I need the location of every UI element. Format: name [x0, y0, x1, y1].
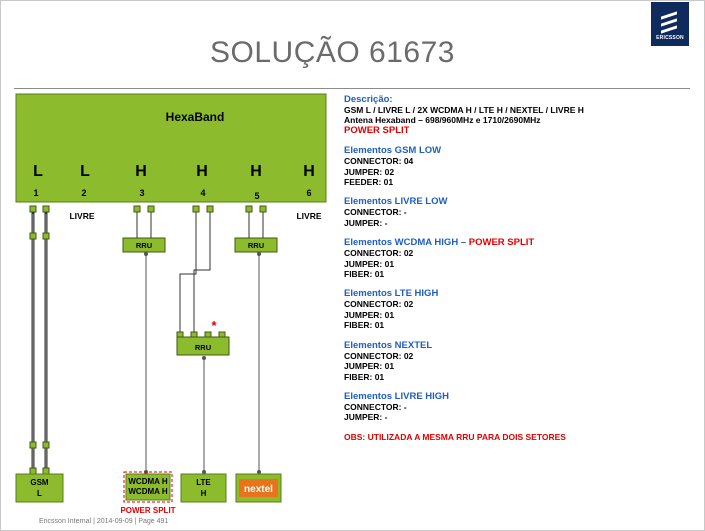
rru-wcdma — [122, 237, 166, 253]
port-3-number: 3 — [139, 188, 144, 198]
nextel-logo-text: nextel — [244, 484, 273, 495]
description-line-1: GSM L / LIVRE L / 2X WCDMA H / LTE H / N… — [344, 105, 584, 115]
antenna-name: HexaBand — [166, 110, 225, 124]
port-3-band: H — [135, 163, 147, 180]
port-5-band: H — [250, 163, 262, 180]
rru-shared — [176, 336, 230, 356]
port-6-band: H — [303, 163, 315, 180]
description-block: Descrição: GSM L / LIVRE L / 2X WCDMA H … — [344, 94, 694, 136]
section-item: FIBER: 01 — [344, 269, 385, 280]
section-gsm-low: Elementos GSM LOW CONNECTOR: 04 JUMPER: … — [344, 145, 694, 187]
section-title: Elementos WCDMA HIGH – — [344, 237, 469, 249]
nextel-logo — [239, 479, 278, 497]
gsm-box-line1: GSM — [30, 478, 49, 487]
description-panel: Descrição: GSM L / LIVRE L / 2X WCDMA H … — [344, 94, 694, 442]
logo-word: ERICSSON — [656, 35, 684, 41]
section-title: Elementos LIVRE LOW — [344, 196, 448, 208]
gsm-box — [15, 473, 64, 503]
section-livre-low: Elementos LIVRE LOW CONNECTOR: - JUMPER:… — [344, 196, 694, 228]
section-item: JUMPER: 02 — [344, 166, 395, 177]
section-item: JUMPER: 01 — [344, 361, 395, 372]
lte-box — [180, 473, 227, 503]
rru-wcdma-label: RRU — [136, 241, 152, 250]
wcdma-box-line2: WCDMA H — [128, 487, 167, 496]
section-item: JUMPER: - — [344, 412, 388, 423]
section-title-highlight: POWER SPLIT — [468, 237, 535, 249]
section-item: JUMPER: - — [344, 217, 388, 228]
section-title: Elementos GSM LOW — [344, 145, 442, 157]
port-5-number: 5 — [254, 191, 259, 201]
antenna-connectors — [29, 205, 267, 213]
section-wcdma-high: Elementos WCDMA HIGH – POWER SPLIT CONNE… — [344, 237, 694, 279]
gsm-feeders — [31, 212, 48, 474]
section-item: JUMPER: 01 — [344, 258, 395, 269]
hexaband-antenna — [15, 93, 327, 203]
section-item: CONNECTOR: 02 — [344, 299, 414, 310]
section-nextel: Elementos NEXTEL CONNECTOR: 02 JUMPER: 0… — [344, 340, 694, 382]
obs-note: OBS: UTILIZADA A MESMA RRU PARA DOIS SET… — [344, 431, 566, 442]
lte-box-line2: H — [201, 489, 207, 498]
description-line-2: Antena Hexaband – 698/960MHz e 1710/2690… — [344, 115, 541, 126]
rru-nextel-label: RRU — [248, 241, 264, 250]
lte-box-line1: LTE — [196, 478, 211, 487]
footer: Ericsson Internal | 2014-09-09 | Page 49… — [39, 518, 169, 525]
ericsson-logo: ERICSSON — [651, 2, 689, 46]
rru-nextel — [234, 237, 278, 253]
section-lte-high: Elementos LTE HIGH CONNECTOR: 02 JUMPER:… — [344, 288, 694, 330]
lte-jumpers — [179, 212, 211, 334]
section-title: Elementos LIVRE HIGH — [344, 390, 450, 402]
port-4-band: H — [196, 163, 208, 180]
section-livre-high: Elementos LIVRE HIGH CONNECTOR: - JUMPER… — [344, 391, 694, 423]
power-split-outline — [123, 471, 173, 503]
wcdma-box — [125, 473, 171, 501]
rru-shared-label: RRU — [195, 343, 211, 352]
section-item: FIBER: 01 — [344, 371, 385, 382]
section-item: FEEDER: 01 — [344, 177, 394, 188]
section-title: Elementos NEXTEL — [344, 339, 433, 351]
port-1-band: L — [33, 163, 43, 180]
gsm-connectors — [29, 232, 50, 475]
port-1-number: 1 — [33, 188, 38, 198]
port-4-number: 4 — [200, 188, 205, 198]
port-2-band: L — [80, 163, 90, 180]
section-item: CONNECTOR: 02 — [344, 248, 414, 259]
section-item: CONNECTOR: - — [344, 207, 407, 218]
description-line-3: POWER SPLIT — [344, 124, 410, 136]
slide-title: SOLUÇÃO 61673 — [210, 36, 455, 69]
wcdma-box-line1: WCDMA H — [128, 477, 167, 486]
asterisk-mark: * — [211, 318, 217, 333]
port-2-number: 2 — [81, 188, 86, 198]
description-heading: Descrição: — [344, 94, 393, 105]
section-title: Elementos LTE HIGH — [344, 288, 439, 300]
section-item: CONNECTOR: - — [344, 401, 407, 412]
livre-label-low: LIVRE — [69, 211, 94, 221]
section-item: CONNECTOR: 02 — [344, 350, 414, 361]
livre-label-high: LIVRE — [296, 211, 321, 221]
section-item: FIBER: 01 — [344, 320, 385, 331]
gsm-box-line2: L — [37, 489, 42, 498]
section-item: JUMPER: 01 — [344, 309, 395, 320]
port-6-number: 6 — [306, 188, 311, 198]
section-item: CONNECTOR: 04 — [344, 156, 414, 167]
title-divider — [14, 88, 690, 89]
power-split-label: POWER SPLIT — [120, 506, 175, 515]
